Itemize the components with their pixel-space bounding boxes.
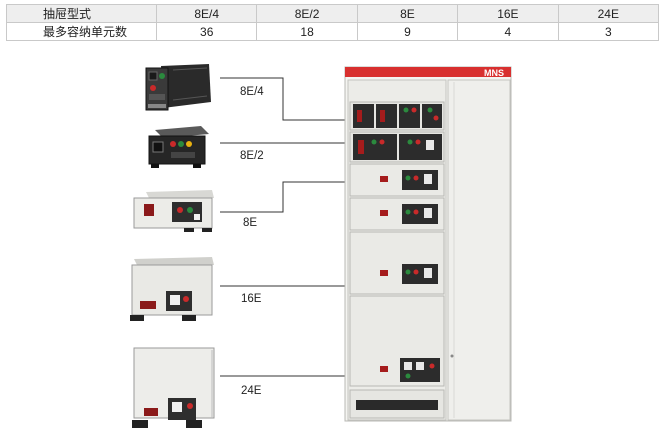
capacity-table: 抽屉型式 8E/4 8E/2 8E 16E 24E 最多容纳单元数 36 18 … bbox=[6, 4, 660, 41]
drawer-module-8e2 bbox=[148, 126, 209, 168]
table-cell: 36 bbox=[155, 22, 258, 41]
table-cell: 3 bbox=[557, 22, 660, 41]
drawer-module-24e bbox=[132, 347, 215, 428]
drawer-module-8e4 bbox=[145, 64, 211, 111]
table-header-cell: 8E/4 bbox=[155, 4, 258, 23]
module-label-8e2: 8E/2 bbox=[240, 150, 264, 162]
table-cell: 18 bbox=[256, 22, 358, 41]
table-header-row: 抽屉型式 8E/4 8E/2 8E 16E 24E bbox=[6, 4, 660, 23]
module-label-8e: 8E bbox=[243, 217, 258, 229]
module-label-16e: 16E bbox=[241, 293, 262, 305]
table-header-cell: 16E bbox=[457, 4, 559, 23]
table-cell: 9 bbox=[356, 22, 459, 41]
leader-line-8e bbox=[220, 181, 346, 213]
mns-cabinet bbox=[344, 66, 512, 422]
table-header-cell: 24E bbox=[557, 4, 660, 23]
table-row: 最多容纳单元数 36 18 9 4 3 bbox=[6, 22, 660, 41]
module-label-8e4: 8E/4 bbox=[240, 86, 264, 98]
drawer-module-16e bbox=[130, 257, 214, 321]
table-cell: 最多容纳单元数 bbox=[6, 22, 157, 41]
table-header-cell: 8E/2 bbox=[256, 4, 358, 23]
module-label-24e: 24E bbox=[241, 385, 262, 397]
table-cell: 4 bbox=[457, 22, 559, 41]
table-header-cell: 抽屉型式 bbox=[6, 4, 157, 23]
drawer-module-8e bbox=[133, 190, 214, 232]
leader-line-8e4 bbox=[220, 77, 346, 121]
cabinet-brand: MNS bbox=[484, 68, 504, 78]
